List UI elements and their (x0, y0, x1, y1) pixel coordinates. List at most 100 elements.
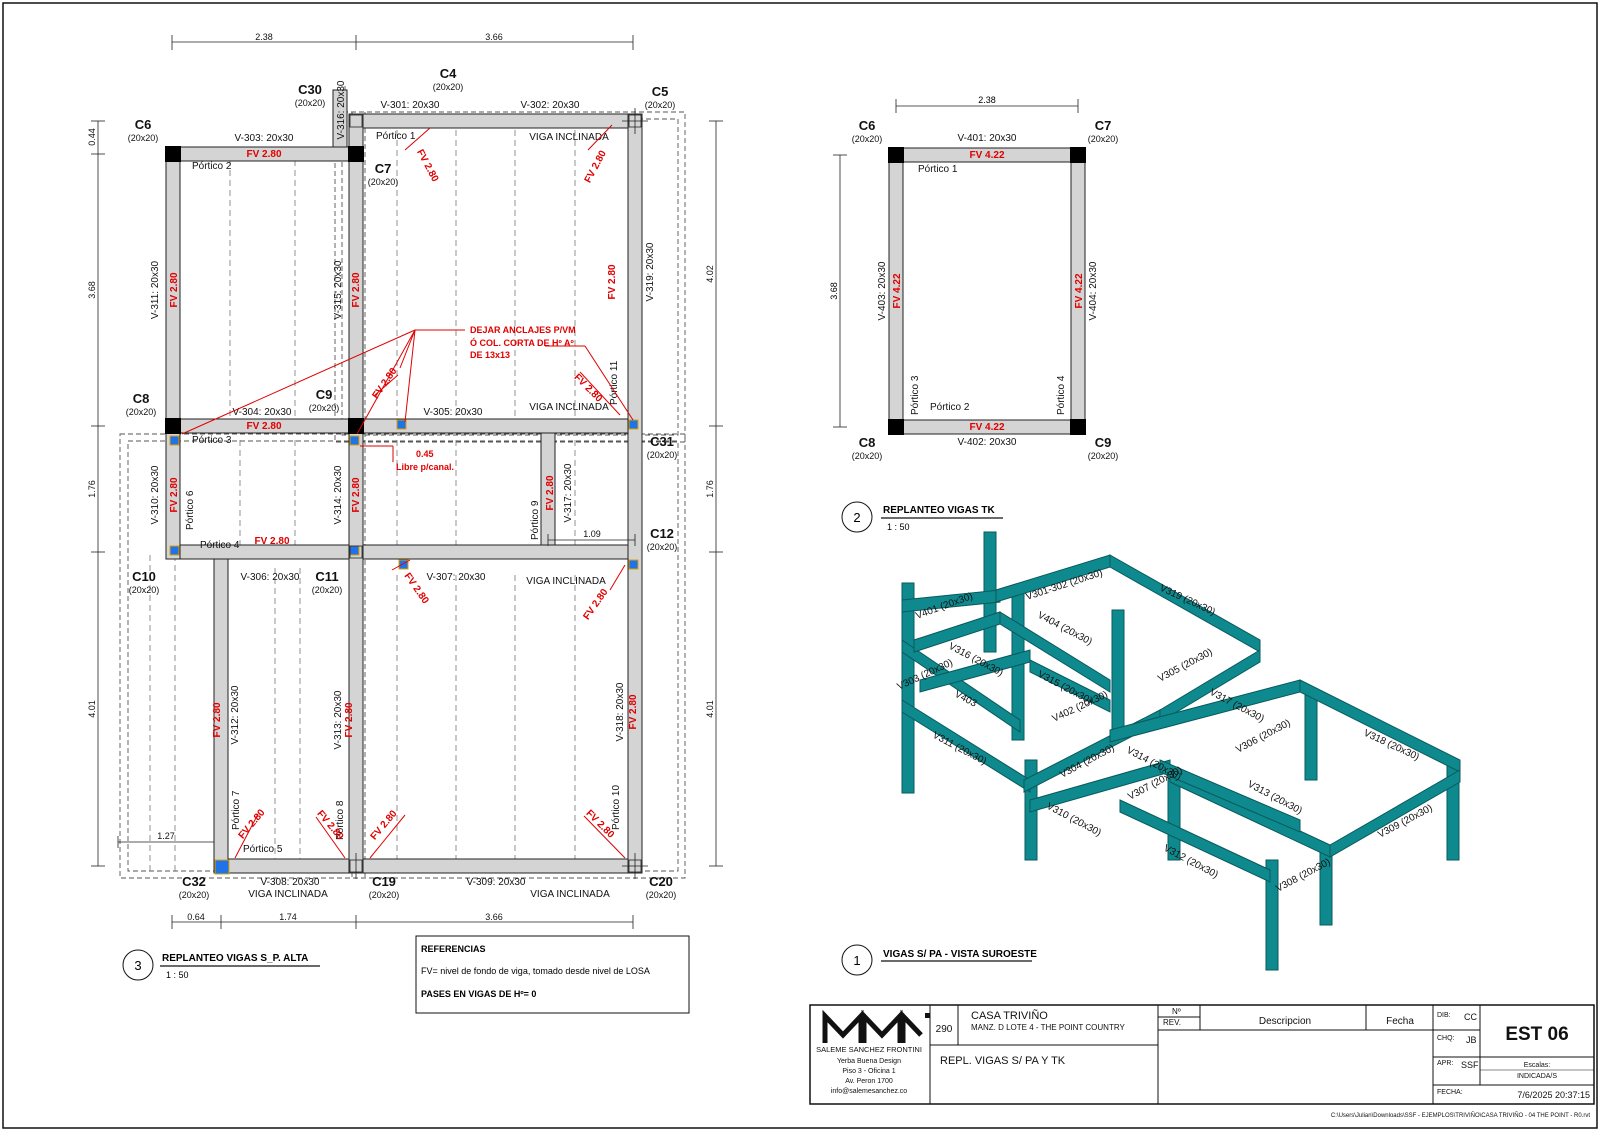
col-c30: C30 (298, 82, 322, 97)
fv-v304: FV 2.80 (246, 421, 281, 432)
tb-apr-label: APR: (1437, 1060, 1453, 1067)
tk-beam-v404: V-404: 20x30 (1088, 261, 1099, 320)
refs-pases: PASES EN VIGAS DE Hº= 0 (421, 989, 536, 999)
tk-dim-top: 2.38 (978, 95, 996, 105)
plan-tk: 2.38 3.68 C6 (20x20) C7 (20x20) C8 (20x2… (829, 95, 1119, 533)
tb-addr-2: Piso 3 - Oficina 1 (842, 1068, 895, 1075)
view2-scale: 1 : 50 (887, 522, 910, 532)
tk-col-c9: C9 (1095, 435, 1112, 450)
tb-esc: INDICADA/S (1517, 1073, 1557, 1080)
note-anclajes-l2: Ó COL. CORTA DE Hº Aº (470, 337, 574, 348)
col-c4-size: (20x20) (433, 82, 464, 92)
view3-title: REPLANTEO VIGAS S_P. ALTA (162, 953, 308, 964)
beam-v311: V-311: 20x30 (150, 260, 161, 319)
tk-beam-v402: V-402: 20x30 (958, 437, 1017, 448)
beam-v318: V-318: 20x30 (615, 682, 626, 741)
tb-addr-1: Yerba Buena Design (837, 1058, 901, 1065)
portico-5: Pórtico 5 (243, 844, 283, 855)
dim-side-401: 4.01 (87, 700, 97, 718)
note-anclajes-l3: DE 13x13 (470, 350, 510, 360)
tk-beam-v401: V-401: 20x30 (958, 133, 1017, 144)
col-c8-size: (20x20) (126, 407, 157, 417)
tk-col-c8-size: (20x20) (852, 451, 883, 461)
dim-right-402: 4.02 (705, 265, 715, 283)
beam-v314: V-314: 20x30 (333, 465, 344, 524)
viga-inclinada-4: VIGA INCLINADA (248, 889, 328, 900)
fv-v311: FV 2.80 (169, 272, 180, 307)
plan-left: 2.38 3.66 0.64 1.74 3.66 1.27 1.09 0.44 … (87, 32, 723, 981)
beam-v306: V-306: 20x30 (241, 572, 300, 583)
tb-firm: SALEME SANCHEZ FRONTINI (816, 1045, 922, 1054)
dim-right-176: 1.76 (705, 480, 715, 498)
col-c6-size: (20x20) (128, 133, 159, 143)
col-c19: C19 (372, 874, 396, 889)
portico-11: Pórtico 11 (609, 360, 620, 405)
col-c5: C5 (652, 84, 669, 99)
beam-v310: V-310: 20x30 (150, 465, 161, 524)
beam-v309: V-309: 20x30 (467, 877, 526, 888)
beam-v317: V-317: 20x30 (563, 463, 574, 522)
beam-v313: V-313: 20x30 (333, 690, 344, 749)
col-c10-size: (20x20) (129, 585, 160, 595)
tk-col-c8: C8 (859, 435, 876, 450)
dim-bot-b: 1.74 (279, 912, 297, 922)
tk-col-c9-size: (20x20) (1088, 451, 1119, 461)
tb-project: CASA TRIVIÑO (971, 1009, 1048, 1022)
view3-num: 3 (134, 958, 141, 973)
fv-v313: FV 2.80 (344, 702, 355, 737)
tk-beam-v403: V-403: 20x30 (877, 261, 888, 320)
view2-num: 2 (853, 510, 860, 525)
dim-bot-c: 3.66 (485, 912, 503, 922)
col-c31-size: (20x20) (647, 450, 678, 460)
note-anclajes: DEJAR ANCLAJES P/VM Ó COL. CORTA DE Hº A… (181, 325, 634, 472)
tk-fv-v403: FV 4.22 (892, 273, 903, 308)
col-c30-size: (20x20) (295, 98, 326, 108)
fv-v312: FV 2.80 (212, 702, 223, 737)
fv-incl-1: FV 2.80 (414, 148, 440, 184)
col-c11: C11 (315, 569, 338, 584)
portico-8: Pórtico 8 (335, 800, 346, 840)
fv-v314: FV 2.80 (351, 477, 362, 512)
col-c9-size: (20x20) (309, 403, 340, 413)
portico-7: Pórtico 7 (231, 790, 242, 830)
col-c10: C10 (132, 569, 156, 584)
tb-location: MANZ. D LOTE 4 - THE POINT COUNTRY (971, 1023, 1125, 1032)
tk-fv-v402: FV 4.22 (969, 422, 1004, 433)
portico-10: Pórtico 10 (611, 785, 622, 830)
beam-v303: V-303: 20x30 (235, 133, 294, 144)
tk-portico-4: Pórtico 4 (1056, 375, 1067, 415)
portico-3: Pórtico 3 (192, 435, 232, 446)
note-libre: Libre p/canal. (396, 462, 454, 472)
title-block (809, 1004, 1595, 1105)
tk-col-c6-size: (20x20) (852, 134, 883, 144)
file-path: C:\Users\Julian\Downloads\SSF - EJEMPLOS… (1331, 1112, 1590, 1119)
viga-inclinada-1: VIGA INCLINADA (529, 132, 609, 143)
tk-col-c6: C6 (859, 118, 876, 133)
portico-2: Pórtico 2 (192, 161, 232, 172)
fv-incl-4: FV 2.80 (571, 372, 604, 405)
tb-sheet-id: EST 06 (1505, 1024, 1568, 1045)
beam-v312: V-312: 20x30 (230, 685, 241, 744)
firm-logo (822, 1009, 923, 1043)
refs-title: REFERENCIAS (421, 944, 486, 954)
tk-dim-side: 3.68 (829, 282, 839, 300)
dim-bot-a: 0.64 (187, 912, 205, 922)
col-c8: C8 (133, 391, 150, 406)
col-c20: C20 (649, 874, 673, 889)
fv-v318: FV 2.80 (628, 694, 639, 729)
fv-v315: FV 2.80 (351, 272, 362, 307)
tb-chq: JB (1466, 1035, 1477, 1045)
tk-col-c7-size: (20x20) (1088, 134, 1119, 144)
refs-fv: FV= nivel de fondo de viga, tomado desde… (421, 966, 650, 976)
iso-view: V401 (20x30) V301-302 (20x30) V319 (20x3… (841, 531, 1461, 976)
portico-6: Pórtico 6 (185, 490, 196, 530)
tb-apr: SSF (1461, 1060, 1479, 1070)
iso-v319: V319 (20x30) (1158, 583, 1217, 618)
view3-scale: 1 : 50 (166, 970, 189, 980)
fv-incl-2: FV 2.80 (583, 148, 609, 184)
iso-v306: V306 (20x30) (1234, 718, 1292, 756)
tk-portico-3: Pórtico 3 (910, 375, 921, 415)
beam-v308: V-308: 20x30 (261, 877, 320, 888)
fv-v317: FV 2.80 (545, 475, 556, 510)
